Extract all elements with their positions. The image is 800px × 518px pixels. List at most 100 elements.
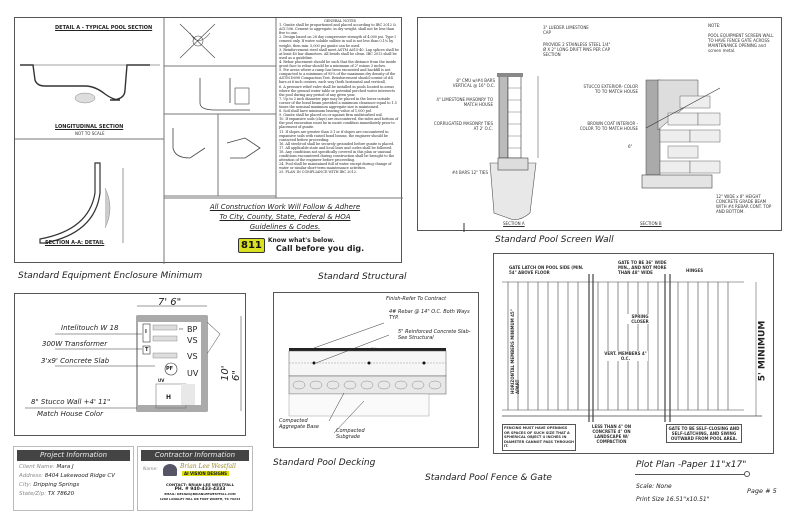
label-aggregate: Compacted Aggregate Base (279, 418, 319, 430)
plot-plan-label: Plot Plan -Paper 11"x17" (636, 460, 747, 470)
note-item: 6. A pressure relief valve shall be inst… (279, 84, 395, 97)
label-stucco: STUCCO EXTERIOR- COLOR TO TO MATCH HOUSE (583, 84, 638, 94)
screen-wall-note: POOL EQUIPMENT SCREEN WALL TO HAVE FENCE… (708, 33, 774, 53)
equip-code-vs: VS (187, 352, 198, 361)
underline-end-circle (744, 471, 750, 477)
name-label: Name: (143, 467, 158, 472)
label-beam: 12" WIDE x 8" HEIGHT CONCRETE GRADE BEAM… (716, 194, 772, 214)
note-item: 5. For areas where a ramp has been excav… (279, 68, 396, 85)
not-to-scale: NOT TO SCALE (75, 131, 105, 136)
screen-wall-drawing (463, 73, 721, 232)
decking-caption: Standard Pool Decking (273, 458, 376, 468)
address-value: 8404 Lakewood Ridge CV (44, 473, 116, 479)
811-badge: 811 (238, 237, 265, 253)
label-cmu: 8" CMU w/#4 BARS VERTICAL @ 16" O.C. (452, 78, 495, 88)
client-value: Mara J (56, 464, 74, 470)
label-openings: FENCING MUST HAVE OPENINGS OR SPACES OF … (502, 424, 576, 451)
label-cap: 3" LUEDER LIMESTONE CAP (543, 25, 589, 35)
note-item: 8. Soil shall have minimum bearing value… (279, 109, 372, 114)
fence-drawing (502, 274, 762, 422)
contact-phone: PH. # 940-433-4333 (174, 487, 226, 492)
label-spring: SPRING CLOSER (627, 314, 653, 324)
symbol-uv: UV (158, 378, 165, 383)
note-title: NOTE: (708, 23, 721, 28)
811-line1: Know what's below. (267, 237, 335, 244)
page-number: Page # 5 (747, 487, 777, 495)
state-row: State/Zip: TX 78620 (19, 491, 128, 497)
state-label: State/Zip: (19, 491, 47, 497)
label-horiz: HORIZONTAL MEMBERS MINIMUM 45" APART (510, 309, 520, 394)
longitudinal-title: LONGITUDINAL SECTION (55, 124, 124, 130)
print-size-label: Print Size 16.51"x10.51" (636, 496, 710, 503)
note-item: 4. Rebar placement should be such that t… (279, 59, 396, 69)
client-label: Client Name: (19, 464, 55, 470)
label-intelitouch: Intelitouch W 18 (61, 324, 119, 332)
note-item: 11. If slopes are greater than 3:1 or if… (279, 129, 389, 142)
contractor-info-header: Contractor Information (141, 450, 249, 461)
symbol-cv: CV (179, 327, 184, 331)
fence-caption: Standard Pool Fence & Gate (425, 473, 552, 483)
note-item: 17. All applicable state and local laws … (279, 145, 393, 150)
logo-script: Brian Lee Westfall (180, 463, 236, 470)
contact-address: 1200 LANGLEY HILL DR FORT WORTH, TX 7624… (159, 497, 241, 501)
note-item: 3. Reinforcement steel shall meet ASTM A… (279, 47, 399, 60)
client-row: Client Name: Mara J (19, 464, 128, 470)
pool-sections-sheet: DETAIL A - TYPICAL POOL SECTION LONGITUD… (14, 17, 403, 264)
width-dimension: 7' 6" (158, 297, 182, 308)
fence-sheet: GATE LATCH ON POOL SIDE (MIN. 54" ABOVE … (493, 253, 774, 454)
label-slab: 3'x9' Concrete Slab (41, 357, 110, 365)
label-slab: 5" Reinforced Concrete Slab-See Structur… (398, 329, 471, 341)
label-self-closing: GATE TO BE SELF-CLOSING AND SELF-LATCHIN… (666, 424, 742, 443)
call-811-logo: 811 Know what's below. Call before you d… (238, 237, 364, 253)
screen-wall-sheet: 3" LUEDER LIMESTONE CAP PROVIDE 2 STAINL… (417, 17, 782, 232)
label-finish: Finish-Refer To Contract (386, 296, 447, 302)
general-notes: GENERAL NOTES 1. Gunite shall be proport… (277, 18, 403, 176)
note-item: 16. All steel/rod shall be securely grou… (279, 141, 395, 146)
label-six: 6" (628, 144, 633, 149)
label-pins: PROVIDE 2 STAINLESS STEEL 1/4" Ø X 2" LO… (543, 42, 611, 57)
address-label: Address: (19, 473, 43, 479)
label-height: 5' MINIMUM (757, 320, 768, 382)
label-hinges: HINGES (686, 268, 704, 273)
symbol-t: T (145, 347, 149, 353)
symbol-i: I (145, 329, 147, 335)
note-item: 10. If expansive soils (clays) are encou… (279, 117, 399, 130)
equip-code-bp: BP (187, 325, 198, 334)
label-clearance: LESS THAN 4" ON CONCRETE 4" ON LANDSCAPE… (591, 424, 632, 444)
equipment-sheet: 7' 6" 10' 6" Intelitouch W 18 300W Trans… (14, 293, 246, 436)
note-item: 9. Gunite shall be placed on or against … (279, 113, 383, 118)
label-transformer: 300W Transformer (42, 340, 108, 348)
section-aa-title: SECTION A-A: DETAIL (45, 240, 105, 246)
note-item: 1. Gunite shall be proportioned and plac… (279, 23, 396, 36)
plot-plan-underline (635, 474, 745, 475)
label-vert: VERT. MEMBERS 4" O.C. (603, 351, 648, 361)
contact-name: CONTACT: BRIAN LEE WESTFALL (165, 482, 235, 487)
label-limestone: 4" LIMESTONE MASONRY TO MATCH HOUSE (436, 97, 493, 107)
compliance-line: Guidelines & Codes. (249, 223, 321, 231)
contact-block: CONTACT: BRIAN LEE WESTFALL PH. # 940-43… (150, 482, 250, 502)
note-item: 25. PLAN IN COMPLIANCE WITH IBC 2012. (279, 170, 357, 175)
screen-wall-caption: Standard Pool Screen Wall (495, 235, 614, 245)
label-latch: GATE LATCH ON POOL SIDE (MIN. 54" ABOVE … (509, 265, 584, 275)
contact-email: EMAIL: DESIGN@BRIANLEEWESTFALL.COM (164, 492, 236, 496)
equipment-caption: Standard Equipment Enclosure Minimum (18, 271, 203, 281)
compliance-line: All Construction Work Will Follow & Adhe… (209, 203, 361, 211)
state-value: TX 78620 (47, 491, 75, 497)
city-value: Dripping Springs (33, 482, 80, 488)
note-item: 2. Design based on 28 day compressive st… (279, 35, 396, 48)
note-item: 7. Up to 2 inch diameter pipe may be pla… (279, 96, 397, 109)
logo-sub: AI VISION DESIGNS (182, 471, 230, 476)
structural-caption: Standard Structural (318, 272, 407, 282)
label-stucco-wall: 8" Stucco Wall +4' 11" (31, 398, 111, 406)
city-label: City: (19, 482, 32, 488)
decking-drawing (288, 322, 447, 434)
label-section-a: SECTION A (503, 221, 525, 226)
label-match-color: Match House Color (37, 410, 104, 418)
label-bars: #4 BARS 12" TIES (451, 170, 488, 175)
compliance-note: All Construction Work Will Follow & Adhe… (170, 202, 400, 232)
scale-label: Scale: None (636, 483, 672, 490)
contractor-info-card: Contractor Information Name: Brian Lee W… (137, 446, 253, 511)
label-rebar: 4# Rebar @ 14" O.C. Both Ways TYP. (389, 309, 470, 321)
address-row: Address: 8404 Lakewood Ridge CV (19, 473, 128, 479)
contractor-logo-icon (163, 464, 177, 476)
